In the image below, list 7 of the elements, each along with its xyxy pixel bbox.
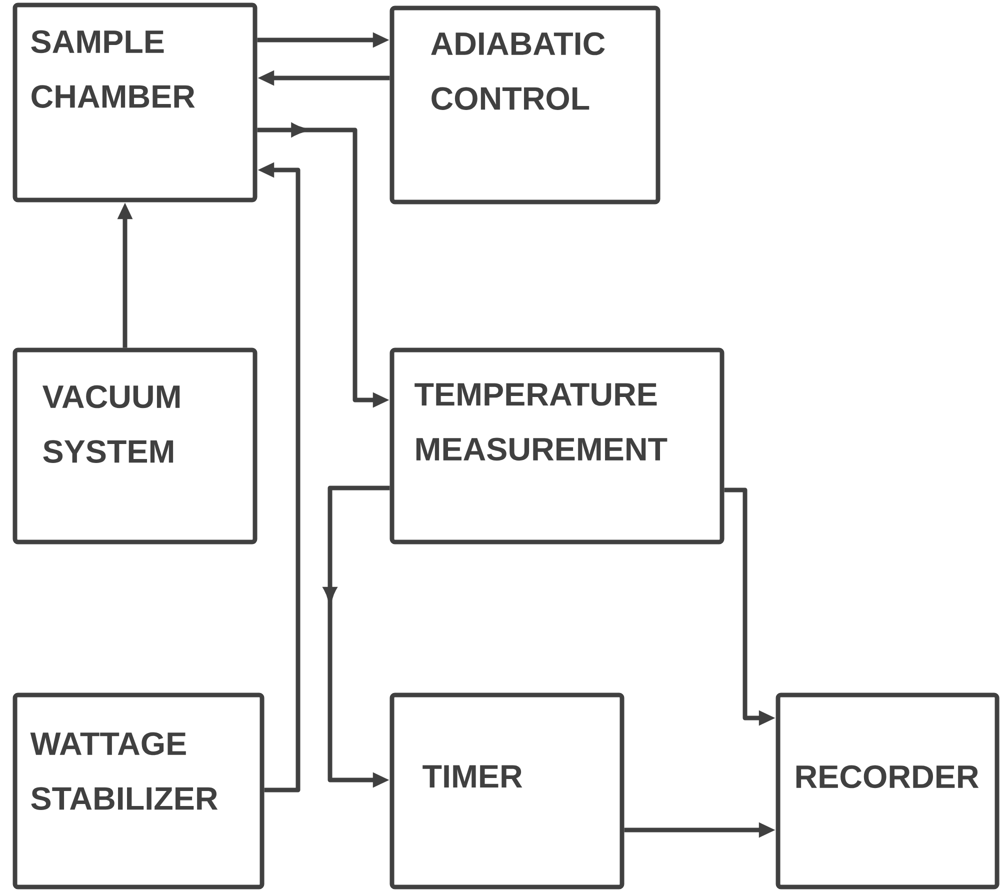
block-box: WATTAGE STABILIZER	[12, 692, 264, 890]
block-box: SAMPLE CHAMBER	[12, 2, 258, 202]
block-box: TIMER	[390, 692, 624, 890]
block-box: ADIABATIC CONTROL	[390, 6, 660, 204]
block-box: RECORDER	[776, 692, 1000, 890]
block-box: TEMPERATURE MEASUREMENT	[390, 348, 724, 544]
block-box: VACUUM SYSTEM	[12, 348, 258, 544]
